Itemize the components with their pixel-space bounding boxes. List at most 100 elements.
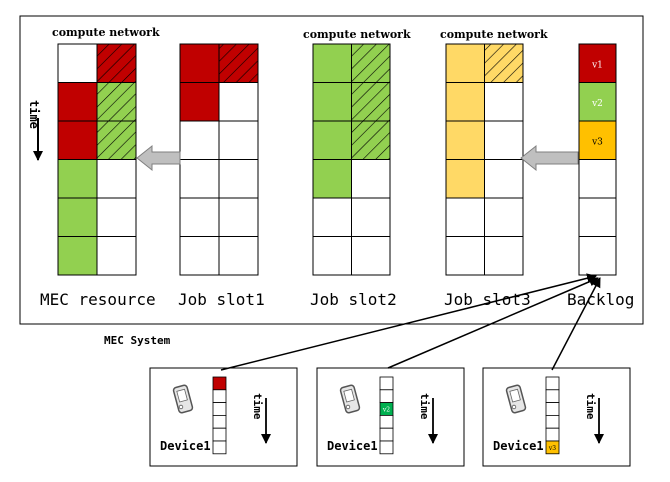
device-label: Device1: [327, 439, 378, 453]
job-slot1-cell: [218, 120, 259, 160]
job-slot3-grid: [445, 43, 524, 276]
device-queue-cell: [212, 376, 227, 391]
header-job-slot2: compute network: [303, 28, 411, 41]
job-slot3-cell: [484, 120, 524, 160]
device-queue-cell: [212, 389, 227, 403]
device-task-label: v3: [548, 445, 556, 452]
device-queue-cell: [212, 402, 227, 416]
backlog-cell: [578, 236, 617, 276]
backlog-cell: [578, 197, 617, 237]
mec-resource-hatched-cell: [96, 82, 137, 122]
device-queue-cell: [212, 440, 227, 455]
device-queue-cell: [379, 440, 394, 455]
label-mec-resource: MEC resource: [40, 290, 156, 309]
backlog-grid: v1 v2 v3: [578, 43, 617, 276]
device-queue-cell: [379, 389, 394, 403]
mec-system-box: [19, 15, 644, 325]
phone-icon: [339, 384, 361, 414]
device-time-label: time: [418, 393, 431, 420]
job-slot2-hatched-cell: [351, 82, 391, 122]
job-slot1-cell: [218, 197, 259, 237]
mec-resource-cell: [96, 197, 137, 237]
job-slot1-cell: [218, 236, 259, 276]
backlog-cell: [578, 43, 617, 83]
label-job-slot1: Job slot1: [178, 290, 265, 309]
job-slot3-cell: [445, 197, 485, 237]
mec-resource-grid: [57, 43, 137, 276]
device-label: Device1: [493, 439, 544, 453]
device-queue-cell: [212, 427, 227, 442]
header-mec-resource: compute network: [52, 26, 160, 39]
job-slot3-cell: [484, 236, 524, 276]
backlog-item-v1: v1: [591, 60, 603, 70]
mec-resource-cell: [57, 82, 98, 122]
arrow-device1-to-backlog: [220, 273, 597, 371]
job-slot3-cell: [445, 43, 485, 83]
mec-resource-cell: [57, 159, 98, 199]
device-queue-cell: [545, 402, 560, 416]
device-box-1: Device1 time: [149, 367, 298, 467]
job-slot2-cell: [312, 159, 352, 199]
job-slot1-cell: [179, 236, 220, 276]
job-slot1-cell: [179, 43, 220, 83]
job-slot2-cell: [351, 236, 391, 276]
label-job-slot2: Job slot2: [310, 290, 397, 309]
job-slot3-cell: [445, 120, 485, 160]
backlog-cell: [578, 159, 617, 199]
job-slot3-cell: [445, 82, 485, 122]
device-queue-cell: [545, 414, 560, 429]
backlog-item-v2: v2: [591, 99, 603, 109]
job-slot2-cell: [351, 197, 391, 237]
job-slot2-cell: [312, 82, 352, 122]
device-queue-cell: [545, 389, 560, 403]
device-queue-cell: [545, 427, 560, 442]
device-queue-cell: [545, 440, 560, 455]
mec-resource-cell: [96, 236, 137, 276]
job-slot1-hatched-cell: [218, 43, 259, 83]
device-queue-cell: [545, 376, 560, 391]
job-slot3-hatched-cell: [484, 43, 524, 83]
device-queue-cell: [379, 414, 394, 429]
job-slot2-grid: [312, 43, 391, 276]
device-queue-cell: [212, 414, 227, 429]
device-box-3: v3 Device1 time: [482, 367, 631, 467]
job-slot3-cell: [484, 159, 524, 199]
job-slot3-cell: [445, 236, 485, 276]
job-slot3-cell: [484, 197, 524, 237]
device-time-label: time: [251, 393, 264, 420]
phone-icon: [172, 384, 194, 414]
job-slot1-cell: [179, 82, 220, 122]
job-slot1-cell: [179, 120, 220, 160]
job-slot1-cell: [179, 197, 220, 237]
device-task-label: v2: [382, 407, 390, 414]
device-queue-cell: [379, 427, 394, 442]
backlog-item-v3: v3: [591, 137, 603, 147]
mec-system-label: MEC System: [104, 334, 171, 347]
phone-icon: [505, 384, 527, 414]
device-queue-cell: [379, 376, 394, 391]
job-slot2-cell: [312, 43, 352, 83]
job-slot2-hatched-cell: [351, 43, 391, 83]
job-slot2-hatched-cell: [351, 120, 391, 160]
gray-arrow-backlog-to-slot3: [520, 144, 579, 172]
label-job-slot3: Job slot3: [444, 290, 531, 309]
job-slot1-cell: [179, 159, 220, 199]
device-label: Device1: [160, 439, 211, 453]
job-slot2-cell: [312, 120, 352, 160]
gray-arrow-slot1-to-mec: [136, 144, 181, 172]
arrow-device3-to-backlog: [551, 277, 601, 371]
job-slot3-cell: [445, 159, 485, 199]
arrow-device2-to-backlog: [387, 276, 599, 369]
header-job-slot3: compute network: [440, 28, 548, 41]
mec-resource-cell: [96, 159, 137, 199]
job-slot2-cell: [312, 197, 352, 237]
mec-resource-cell: [57, 236, 98, 276]
label-backlog: Backlog: [567, 290, 634, 309]
device-time-label: time: [584, 393, 597, 420]
mec-resource-cell: [57, 120, 98, 160]
job-slot1-cell: [218, 82, 259, 122]
backlog-cell: [578, 120, 617, 160]
job-slot1-cell: [218, 159, 259, 199]
mec-resource-hatched-cell: [96, 120, 137, 160]
